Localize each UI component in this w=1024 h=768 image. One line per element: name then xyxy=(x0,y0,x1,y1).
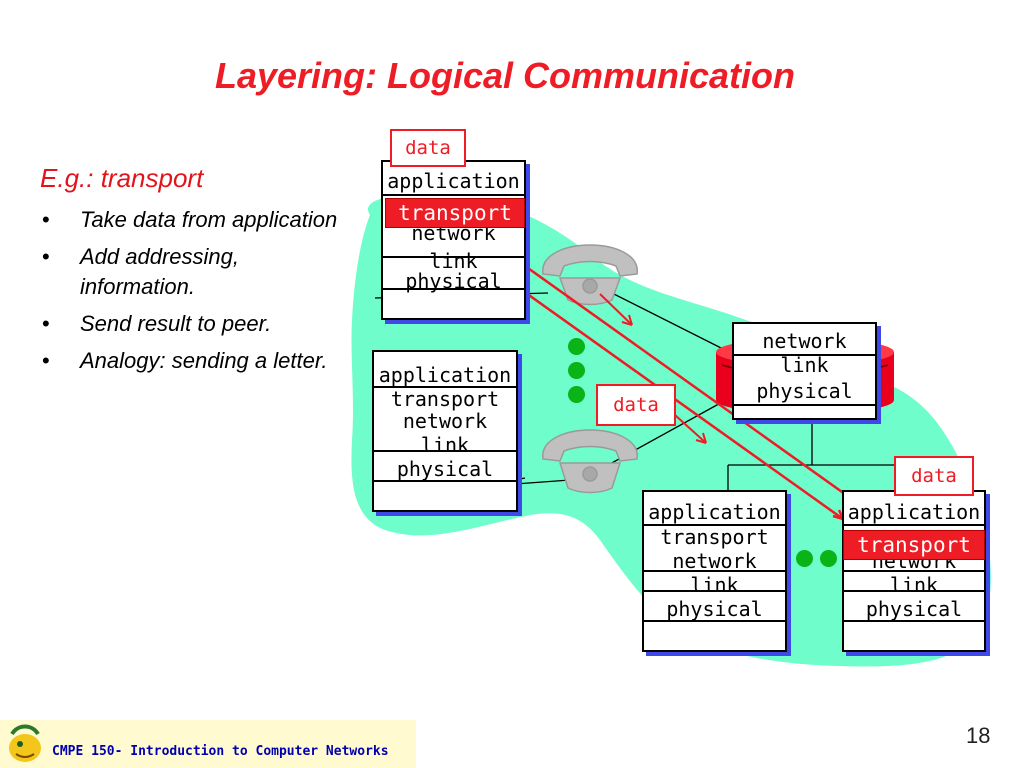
transport-tag-top: transport xyxy=(385,198,525,228)
footer-bar xyxy=(0,720,416,768)
layer-physical: physical xyxy=(405,269,502,293)
layer-network: network xyxy=(402,409,488,433)
layer-physical: physical xyxy=(666,597,763,621)
page-number: 18 xyxy=(966,723,991,748)
layer-application: application xyxy=(648,500,781,524)
layer-network: network xyxy=(762,329,847,353)
signal-arrows xyxy=(599,293,707,444)
layer-link: link xyxy=(690,573,739,597)
layer-link: link xyxy=(420,433,470,457)
ellipsis-dot xyxy=(568,362,585,379)
layer-application: application xyxy=(387,169,520,193)
slide-title: Layering: Logical Communication xyxy=(214,55,796,96)
data-tag-right: data xyxy=(894,456,974,496)
protocol-stack-router: network link physical xyxy=(732,322,877,420)
layer-physical: physical xyxy=(865,597,963,621)
layer-physical: physical xyxy=(396,457,494,481)
bullet-item: Take data from application xyxy=(40,205,340,235)
layer-transport: transport xyxy=(390,387,500,411)
layer-physical: physical xyxy=(756,379,853,403)
data-tag-top: data xyxy=(390,129,466,167)
telephone-icon xyxy=(542,429,638,494)
ellipsis-dot xyxy=(820,550,837,567)
layer-application: application xyxy=(378,363,512,387)
subheading: E.g.: transport xyxy=(40,163,204,193)
footer-course-title: CMPE 150- Introduction to Computer Netwo… xyxy=(52,744,389,759)
bullet-item: Add addressing, information. xyxy=(40,242,340,302)
ellipsis-dot xyxy=(568,386,585,403)
layer-link: link xyxy=(780,353,829,377)
layer-link: link xyxy=(429,249,478,273)
bullet-item: Analogy: sending a letter. xyxy=(40,346,340,376)
layer-network: network xyxy=(672,549,757,573)
layer-transport: transport xyxy=(660,525,769,549)
bullet-item: Send result to peer. xyxy=(40,309,340,339)
protocol-stack-host-2: application transport network link physi… xyxy=(372,350,518,512)
ellipsis-dot xyxy=(568,338,585,355)
bullet-list: Take data from application Add addressin… xyxy=(40,205,340,383)
protocol-stack-host-4: application network link physical xyxy=(842,490,986,652)
mascot-logo-icon xyxy=(9,724,41,762)
ellipsis-dot xyxy=(796,550,813,567)
protocol-stack-host-1: application network link physical xyxy=(381,160,526,320)
layer-application: application xyxy=(847,500,981,524)
layer-link: link xyxy=(889,573,939,597)
transport-tag-right: transport xyxy=(843,530,985,560)
telephone-icon xyxy=(542,244,638,306)
data-tag-middle: data xyxy=(596,384,676,426)
protocol-stack-host-3: application transport network link physi… xyxy=(642,490,787,652)
